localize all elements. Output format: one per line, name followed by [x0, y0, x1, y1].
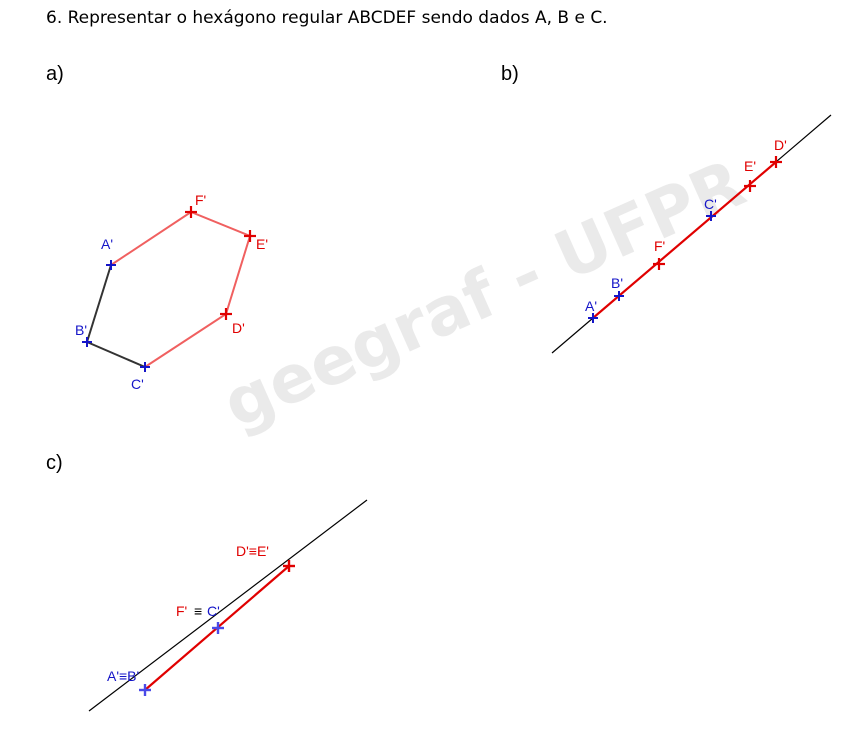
point-b	[82, 337, 92, 347]
watermark-text: geegraf - UFPR	[212, 145, 756, 444]
label-f: F'	[195, 192, 206, 208]
point-a	[106, 260, 116, 270]
figure-a: A' B' C' D' E' F'	[75, 192, 268, 392]
label-e: E'	[256, 236, 268, 252]
part-b-label: b)	[501, 63, 519, 85]
label-de-c: D'≡E'	[236, 543, 269, 559]
label-d: D'	[232, 320, 245, 336]
label-c-c: C'	[207, 603, 220, 619]
point-a-b	[588, 313, 598, 323]
label-f-b: F'	[654, 238, 665, 254]
point-f-b	[653, 258, 665, 270]
label-d-b: D'	[774, 137, 787, 153]
point-e-b	[744, 180, 756, 192]
label-a: A'	[101, 236, 113, 252]
label-b: B'	[75, 322, 87, 338]
point-f	[185, 206, 197, 218]
support-line-c	[88, 499, 368, 712]
point-d	[220, 308, 232, 320]
part-c-label: c)	[46, 452, 63, 474]
figure-b: A' B' C' F' E' D'	[551, 114, 832, 354]
point-de-c	[283, 560, 295, 572]
point-c	[140, 362, 150, 372]
part-a-label: a)	[46, 63, 64, 85]
point-e	[244, 230, 256, 242]
point-c-b	[706, 211, 716, 221]
segment-bc	[86, 341, 146, 368]
label-c: C'	[131, 376, 144, 392]
exercise-title: 6. Representar o hexágono regular ABCDEF…	[46, 8, 608, 28]
constructed-segments-cdefa	[110, 210, 252, 368]
label-f-c: F'	[176, 603, 187, 619]
point-ab-c	[139, 684, 151, 696]
point-fc-c	[212, 622, 224, 634]
figure-c: A'≡B' F' ≡ C' D'≡E'	[88, 499, 368, 712]
segment-ab	[86, 264, 112, 343]
point-b-b	[614, 291, 624, 301]
label-a-b: A'	[585, 298, 597, 314]
label-b-b: B'	[611, 275, 623, 291]
point-d-b	[770, 156, 782, 168]
label-ab-c: A'≡B'	[107, 668, 139, 684]
label-equiv-c: ≡	[194, 603, 202, 619]
label-c-b: C'	[704, 196, 717, 212]
label-e-b: E'	[744, 158, 756, 174]
red-segment-b	[592, 161, 777, 319]
